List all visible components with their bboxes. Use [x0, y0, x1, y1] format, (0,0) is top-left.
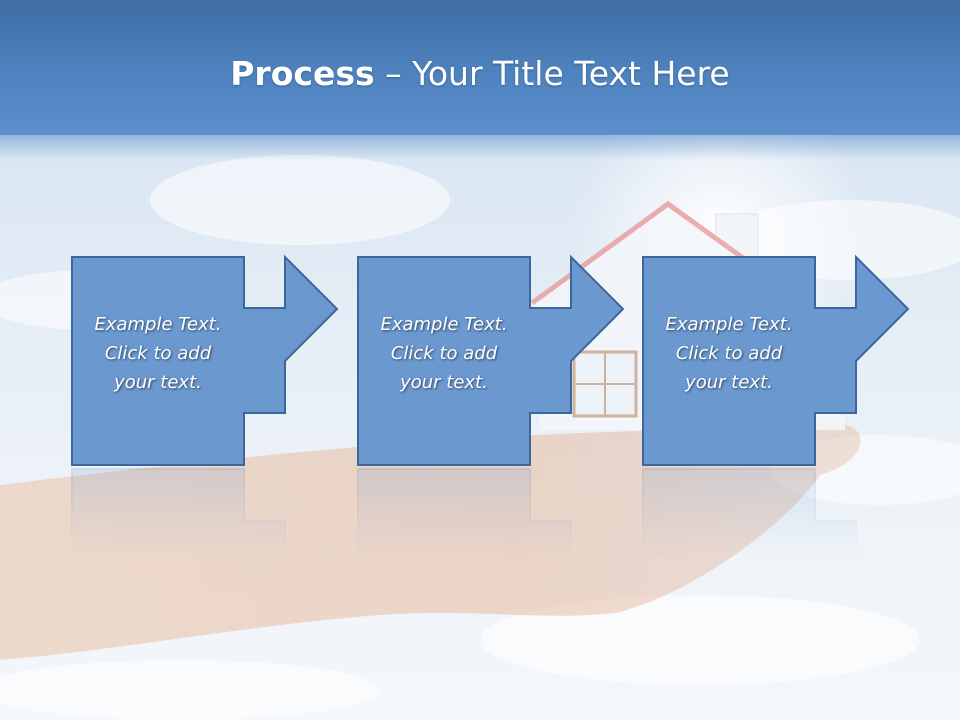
header-fade	[0, 120, 960, 160]
step-2-shape	[357, 254, 625, 466]
process-step-2[interactable]: Example Text. Click to add your text.	[357, 254, 702, 466]
box-arrow-shape	[71, 254, 339, 466]
box-arrow-shape	[357, 254, 625, 466]
step-2-text[interactable]: Example Text. Click to add your text.	[380, 314, 508, 393]
slide-title[interactable]: Process – Your Title Text Here	[0, 52, 960, 96]
process-step-3[interactable]: Example Text. Click to add your text.	[642, 254, 960, 466]
header-band	[0, 0, 960, 135]
title-rest-part: – Your Title Text Here	[374, 54, 730, 93]
step-1-shape	[71, 254, 339, 466]
process-step-1[interactable]: Example Text. Click to add your text.	[71, 254, 416, 466]
step-3-shape	[642, 254, 910, 466]
step-3-text[interactable]: Example Text. Click to add your text.	[665, 314, 793, 393]
hand-shape	[0, 422, 861, 660]
step-3-reflection	[642, 468, 960, 680]
box-arrow-shape	[642, 254, 910, 466]
step-1-text[interactable]: Example Text. Click to add your text.	[94, 314, 222, 393]
title-bold-part: Process	[230, 54, 375, 93]
